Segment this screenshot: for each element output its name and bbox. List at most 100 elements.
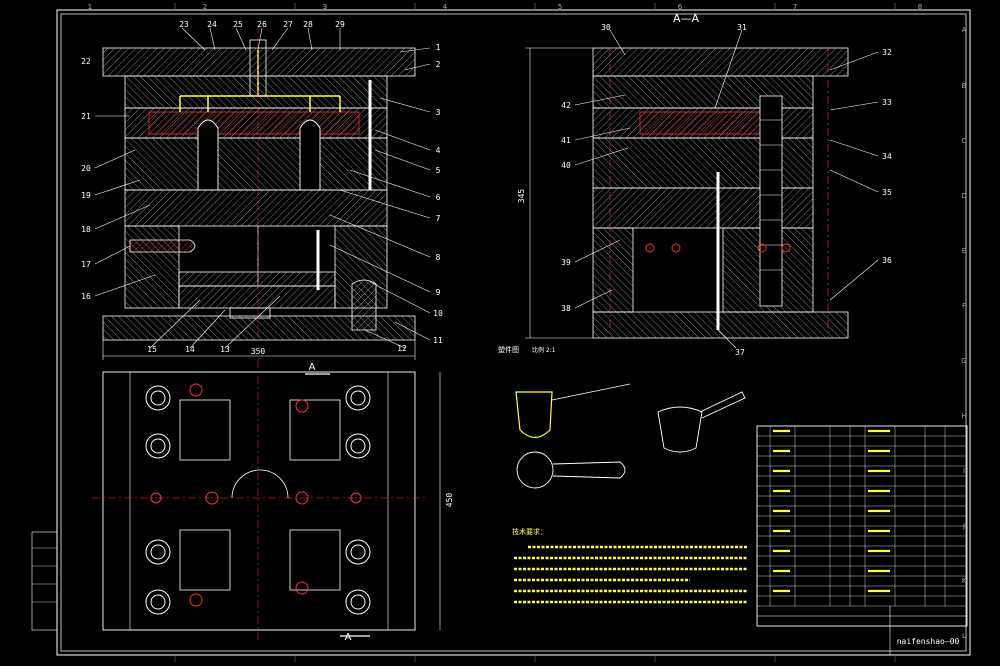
part-scale: 比例 2:1 [532,346,556,354]
plan-view: A A 450 [92,360,454,643]
section-mark-bottom: A [345,632,352,643]
zone-row-H: H [961,412,966,420]
part-view: 塑件图 比例 2:1 [498,345,746,489]
part-label: 塑件图 [498,345,519,354]
zone-row-K: K [962,577,967,585]
callout-28: 28 [303,20,313,29]
support-pillar [229,307,271,319]
callout-14: 14 [185,345,195,354]
zone-row-A: A [962,26,967,34]
section-mark-top: A [309,362,316,373]
callout-32: 32 [882,48,892,57]
callout-30: 30 [601,23,611,32]
height-dim-450: 450 [445,493,454,508]
cooling-stack-rungs [760,119,782,271]
callout-6: 6 [436,193,441,202]
callout-12: 12 [397,344,407,353]
callout-36: 36 [882,256,892,265]
callout-22: 22 [81,57,91,66]
section-view: A—A [517,12,892,357]
callout-2: 2 [436,60,441,69]
zone-labels: 1 2 3 4 5 6 7 8 A B C D E F G H I J K L [88,3,967,640]
scoop-top-handle [552,461,626,479]
callout-25: 25 [233,20,243,29]
bill-of-materials: naifenshao—00 [756,425,968,655]
callout-37: 37 [735,348,745,357]
ejector-rod [351,279,377,331]
callout-29: 29 [335,20,345,29]
callout-21: 21 [81,112,91,121]
callout-38: 38 [561,304,571,313]
plan-outline [102,371,416,631]
left-spacer-block [124,225,180,309]
section-spacer-left [592,227,634,313]
zone-row-E: E [962,247,966,255]
callout-23: 23 [179,20,189,29]
section-water-holes [645,243,791,253]
revision-block [31,531,58,631]
core-right [299,119,321,191]
zone-col-7: 7 [793,3,797,11]
callout-19: 19 [81,191,91,200]
plan-cavity-blocks [179,399,341,591]
zone-row-D: D [961,192,966,200]
section-title: A—A [673,12,700,25]
front-leaders [94,27,431,349]
section-top-plate [592,47,849,77]
callout-24: 24 [207,20,217,29]
callout-5: 5 [436,166,441,175]
callout-8: 8 [436,253,441,262]
zone-col-8: 8 [918,3,922,11]
top-clamp-plate [102,47,416,77]
cavity-insert [148,111,360,135]
technical-notes: 技术要求： [512,527,748,604]
callout-1: 1 [436,43,441,52]
zone-col-5: 5 [558,3,562,11]
width-dim-350: 350 [251,347,266,356]
zone-row-G: G [961,357,966,365]
callout-35: 35 [882,188,892,197]
zone-markers [174,3,896,662]
callout-42: 42 [561,101,571,110]
ejector-retainer-plate [178,271,336,287]
section-callouts: 30 31 42 41 40 39 38 32 33 34 35 36 37 [561,23,892,357]
section-cavity-insert [639,111,771,135]
callout-17: 17 [81,260,91,269]
zone-row-F: F [962,302,966,310]
callout-26: 26 [257,20,267,29]
moving-mold-plate [124,137,388,191]
callout-15: 15 [147,345,157,354]
zone-col-2: 2 [203,3,207,11]
lifting-eye [129,239,196,253]
zone-col-4: 4 [443,3,448,11]
scoop-top-bowl [516,451,554,489]
bom-entries [773,429,890,593]
callout-16: 16 [81,292,91,301]
callout-13: 13 [220,345,230,354]
callout-20: 20 [81,164,91,173]
zone-row-L: L [962,632,966,640]
callout-3: 3 [436,108,441,117]
callout-10: 10 [433,309,443,318]
section-cooling-stack [759,95,783,307]
callout-18: 18 [81,225,91,234]
zone-row-B: B [962,82,967,90]
notes-title: 技术要求： [512,527,547,536]
callout-39: 39 [561,258,571,267]
height-dim-345: 345 [517,189,526,204]
plan-bolt-holes [145,385,371,615]
front-view: 23 24 25 26 27 28 29 1 2 3 4 5 6 7 8 9 1… [81,20,443,360]
support-plate [124,189,388,227]
callout-40: 40 [561,161,571,170]
scoop-side-outline [515,391,553,439]
core-left [197,119,219,191]
zone-col-1: 1 [88,3,92,11]
callout-11: 11 [433,336,443,345]
callout-33: 33 [882,98,892,107]
scoop-3d-handle [699,391,746,419]
zone-row-I: I [963,467,965,475]
section-bottom-plate [592,311,849,339]
zone-col-6: 6 [678,3,683,11]
callout-4: 4 [436,146,441,155]
